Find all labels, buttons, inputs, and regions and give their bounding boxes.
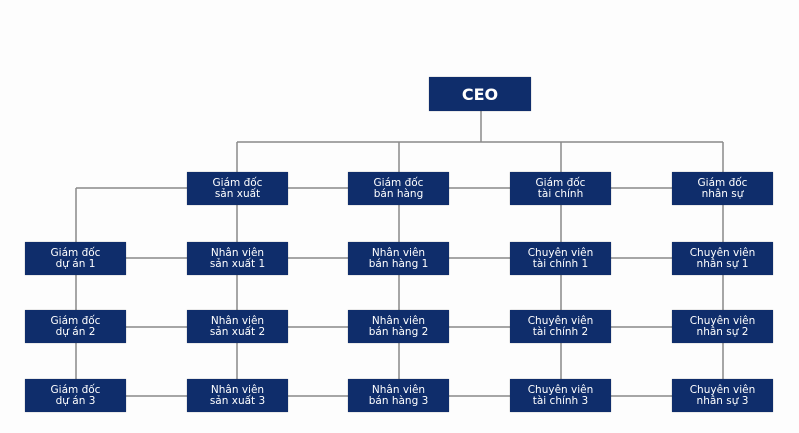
box-label-line: Chuyên viên (689, 246, 756, 259)
box-label-line: Chuyên viên (527, 314, 594, 327)
box-label-line: Giám đốc (50, 383, 101, 396)
box-label-line: tài chính 3 (532, 394, 589, 407)
box-label-line: bán hàng 3 (368, 394, 429, 407)
box-label-line: Nhân viên (210, 314, 265, 327)
box-label-line: Nhân viên (210, 383, 265, 396)
box-label-line: bán hàng (373, 187, 424, 200)
box-label-line: Giám đốc (697, 176, 748, 189)
ceo-label: CEO (461, 84, 499, 104)
box-label-line: Chuyên viên (689, 383, 756, 396)
box-label-line: Nhân viên (371, 383, 426, 396)
box-label-line: sản xuất 2 (209, 325, 266, 338)
box-label-line: sản xuất (214, 187, 261, 200)
box-label-line: sản xuất 3 (209, 394, 266, 407)
box-label-line: nhân sự (701, 187, 744, 200)
box-label-line: sản xuất 1 (209, 257, 266, 270)
box-label-line: Chuyên viên (527, 246, 594, 259)
box-label-line: Nhân viên (210, 246, 265, 259)
box-label-line: dự án 1 (55, 257, 96, 270)
box-label-line: dự án 3 (55, 394, 96, 407)
ceo-box: CEO (429, 77, 531, 111)
box-label-line: Nhân viên (371, 314, 426, 327)
box-label-line: nhân sự 3 (696, 394, 749, 407)
box-label-line: Nhân viên (371, 246, 426, 259)
box-label-line: Chuyên viên (527, 383, 594, 396)
box-label-line: Giám đốc (212, 176, 263, 189)
box-label-line: tài chính 1 (532, 257, 589, 270)
box-label-line: Giám đốc (50, 246, 101, 259)
box-label-line: tài chính 2 (532, 325, 589, 338)
box-label-line: bán hàng 2 (368, 325, 429, 338)
box-label-line: tài chính (537, 187, 584, 200)
box-label-line: nhân sự 1 (696, 257, 749, 270)
box-label-line: nhân sự 2 (696, 325, 749, 338)
box-label-line: bán hàng 1 (368, 257, 429, 270)
box-label-line: Giám đốc (373, 176, 424, 189)
box-label-line: Giám đốc (535, 176, 586, 189)
box-label-line: dự án 2 (55, 325, 96, 338)
box-label-line: Chuyên viên (689, 314, 756, 327)
box-label-line: Giám đốc (50, 314, 101, 327)
